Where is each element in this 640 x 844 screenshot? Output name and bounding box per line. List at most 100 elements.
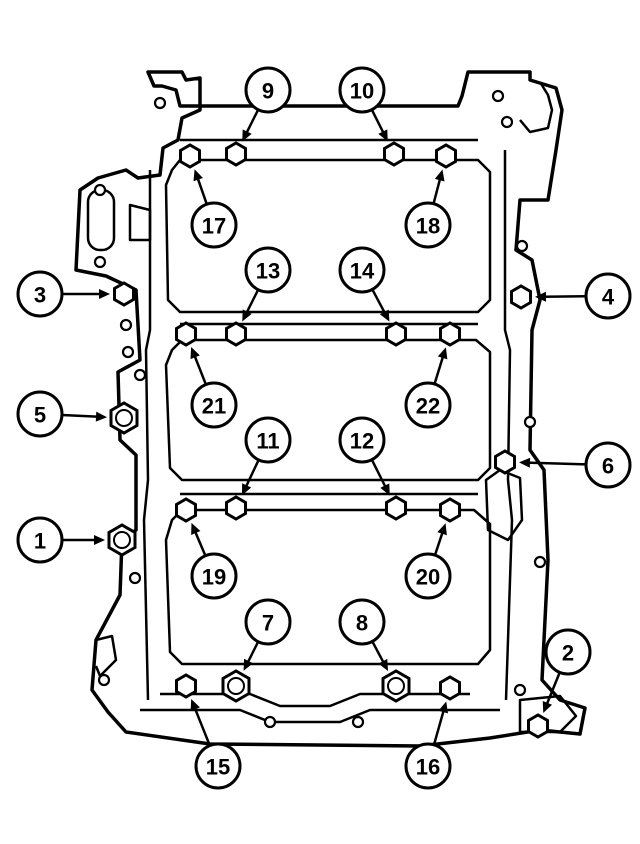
- bolt-17: [179, 143, 201, 169]
- callout-circle: [544, 628, 592, 676]
- leader-line-21: [192, 354, 208, 385]
- lower-bay-outline: [164, 508, 492, 666]
- right-top-ear: [519, 81, 554, 134]
- bolt-9: [225, 141, 247, 167]
- leader-line-14: [371, 288, 387, 316]
- callout-number: 22: [416, 394, 440, 419]
- leader-line-10: [370, 109, 386, 135]
- callout-number: 20: [416, 565, 440, 590]
- callout-number: 11: [256, 429, 279, 454]
- bolt-22: [439, 321, 461, 347]
- bolt-1: [107, 523, 137, 557]
- arrowhead-11: [241, 483, 252, 496]
- callout-circle: [244, 416, 292, 464]
- callout-circle: [244, 66, 292, 114]
- leader-line-13: [244, 289, 260, 315]
- arrowhead-20: [437, 523, 447, 536]
- callout-number: 21: [202, 394, 226, 419]
- callout-number: 18: [416, 214, 440, 239]
- left-lug: [128, 203, 152, 242]
- casting-holes: [93, 89, 547, 729]
- callout-circle: [404, 552, 452, 600]
- callout-circle: [338, 246, 386, 294]
- callout-number: 12: [350, 429, 374, 454]
- arrowhead-4: [534, 291, 547, 302]
- bolt-15: [175, 673, 197, 699]
- callout-circle: [338, 416, 386, 464]
- callout-1: 1: [16, 516, 64, 564]
- arrowhead-21: [190, 347, 200, 360]
- bolt-11: [225, 495, 247, 521]
- leader-line-6: [526, 461, 587, 466]
- callout-20: 20: [404, 552, 452, 600]
- bottom-flange: [140, 708, 500, 724]
- bolt-5: [109, 401, 139, 435]
- leader-line-18: [432, 176, 442, 205]
- callout-circle: [190, 552, 238, 600]
- leader-line-19: [193, 529, 207, 557]
- bolt-14: [385, 321, 407, 347]
- arrowhead-16: [438, 701, 449, 714]
- callout-9: 9: [244, 66, 292, 114]
- arrowhead-22: [437, 347, 448, 360]
- callout-19: 19: [190, 552, 238, 600]
- bolt-21: [175, 321, 197, 347]
- leader-line-11: [244, 459, 260, 489]
- bolt-6: [494, 449, 516, 475]
- arrowhead-14: [379, 309, 390, 322]
- leader-line-15: [193, 705, 211, 747]
- bolt-16: [439, 675, 461, 701]
- callout-12: 12: [338, 416, 386, 464]
- callout-number: 14: [350, 259, 375, 284]
- bottom-rail: [160, 692, 470, 708]
- leader-line-17: [196, 176, 208, 205]
- callout-21: 21: [190, 381, 238, 429]
- middle-bay-outline: [164, 338, 492, 482]
- callout-number: 1: [34, 529, 46, 554]
- right-side-boss: [484, 468, 524, 542]
- upper-bay-outline: [164, 158, 492, 314]
- bolt-7: [221, 669, 251, 703]
- callout-circle: [338, 66, 386, 114]
- arrowhead-5: [95, 411, 108, 422]
- callout-number: 5: [34, 403, 46, 428]
- arrowhead-13: [242, 309, 252, 322]
- bolt-20: [439, 497, 461, 523]
- callout-7: 7: [244, 598, 292, 646]
- bolt-3: [113, 281, 135, 307]
- callout-circle: [16, 270, 64, 318]
- callout-circle: [190, 201, 238, 249]
- callout-circle: [404, 201, 452, 249]
- arrowhead-18: [434, 169, 445, 182]
- bolt-heads: [107, 141, 549, 739]
- callout-circle: [16, 516, 64, 564]
- left-inner-flange: [142, 170, 152, 701]
- arrowhead-12: [380, 483, 390, 496]
- arrowhead-19: [191, 522, 201, 535]
- callout-circle: [338, 598, 386, 646]
- callout-number: 2: [562, 641, 574, 666]
- arrowhead-3: [99, 289, 110, 299]
- leader-line-8: [371, 640, 386, 665]
- callout-circle: [584, 272, 632, 320]
- callout-circle: [244, 598, 292, 646]
- leader-line-7: [246, 641, 260, 665]
- callout-number: 10: [350, 79, 374, 104]
- callout-circle: [194, 742, 242, 790]
- arrowhead-15: [190, 698, 200, 712]
- leader-line-22: [433, 354, 445, 385]
- left-lower-ear: [94, 634, 118, 678]
- callout-number: 19: [202, 565, 226, 590]
- callout-number: 6: [602, 454, 614, 479]
- callout-number: 9: [262, 79, 274, 104]
- arrowhead-6: [518, 457, 531, 468]
- callout-number: 8: [356, 611, 368, 636]
- callout-circle: [404, 742, 452, 790]
- arrowhead-10: [378, 129, 388, 142]
- callout-number: 3: [34, 283, 46, 308]
- callout-6: 6: [584, 441, 632, 489]
- callout-8: 8: [338, 598, 386, 646]
- callout-16: 16: [404, 742, 452, 790]
